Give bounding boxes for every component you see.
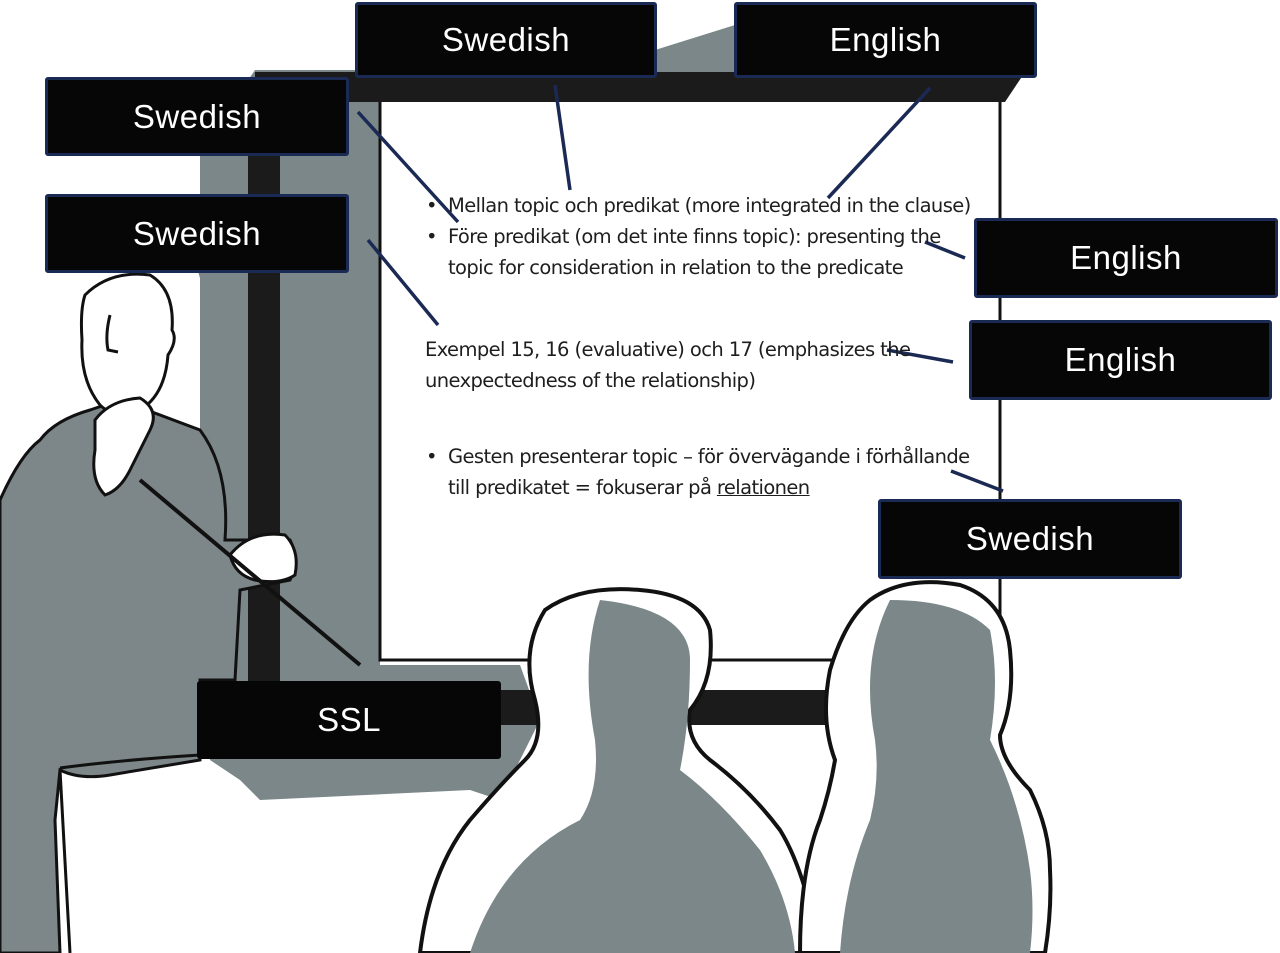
slide-bullet-1: Mellan topic och predikat (more integrat…	[426, 190, 971, 221]
presenter-ear	[105, 314, 119, 354]
slide-example-line2: unexpectedness of the relationship)	[425, 369, 756, 392]
top-shadow-wedge	[655, 25, 735, 70]
label-swedish-top-center: Swedish	[355, 2, 657, 78]
pointer-line	[138, 478, 362, 667]
presenter-head	[79, 272, 176, 416]
slide-example-line1: Exempel 15, 16 (evaluative) och 17 (emph…	[425, 338, 911, 361]
label-swedish-top-left: Swedish	[45, 77, 349, 156]
label-swedish-left-2: Swedish	[45, 194, 349, 273]
slide-bullet-list-2: Gesten presenterar topic – för övervägan…	[426, 441, 970, 503]
label-english-right-2: English	[969, 320, 1272, 400]
slide-underlined-word: relationen	[716, 476, 810, 499]
screen-top-rail	[255, 72, 1025, 102]
label-ssl-presenter: SSL	[197, 681, 501, 759]
audience-shadow-2	[840, 600, 1033, 953]
slide-bullet-2: Före predikat (om det inte finns topic):…	[426, 221, 971, 252]
slide-bullet-3: Gesten presenterar topic – för övervägan…	[426, 441, 970, 472]
screen-pole	[248, 100, 280, 700]
presenter-hand-chin	[92, 396, 155, 497]
label-swedish-bottom-right: Swedish	[878, 499, 1182, 579]
presenter-belt	[59, 753, 201, 770]
slide-bullet-3-line2-text: till predikatet = fokuserar på	[448, 476, 717, 499]
slide-bullet-2-line2: topic for consideration in relation to t…	[448, 256, 904, 279]
label-english-top-right: English	[734, 2, 1037, 78]
slide-example: Exempel 15, 16 (evaluative) och 17 (emph…	[425, 334, 911, 396]
label-english-right-1: English	[974, 218, 1278, 298]
presenter-leg	[58, 769, 72, 953]
audience-shadow-1	[470, 600, 795, 953]
slide-bullet-list-1: Mellan topic och predikat (more integrat…	[426, 190, 971, 283]
slide-bullet-3-line2: till predikatet = fokuserar på relatione…	[448, 472, 970, 503]
